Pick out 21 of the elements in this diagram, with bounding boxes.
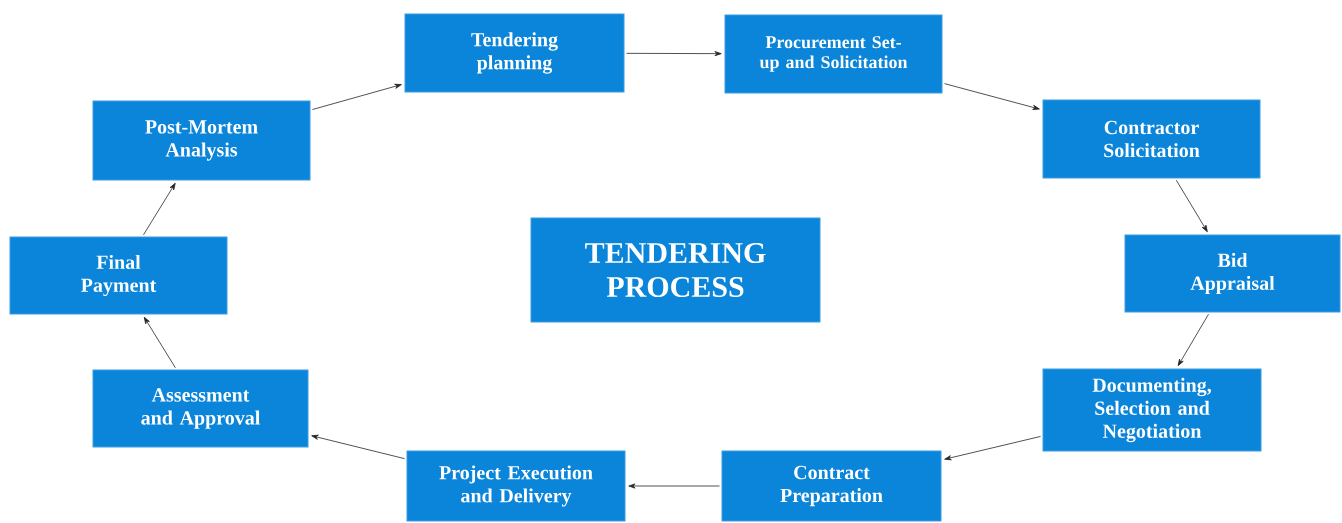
process-box: Post-Mortem Analysis	[92, 100, 311, 181]
arrow	[944, 83, 1040, 110]
arrow	[1177, 313, 1209, 367]
process-box: Bid Appraisal	[1124, 234, 1341, 313]
process-box: Final Payment	[9, 236, 228, 315]
arrow	[944, 436, 1041, 461]
arrow	[1175, 179, 1208, 233]
process-box: Contract Preparation	[721, 450, 942, 522]
process-box: Documenting, Selection and Negotiation	[1042, 368, 1262, 452]
process-box: Procurement Set-up and Solicitation	[724, 14, 943, 94]
arrow	[143, 182, 176, 236]
title-box: TENDERING PROCESS	[530, 217, 821, 323]
arrow	[626, 51, 722, 57]
arrow	[312, 83, 402, 110]
arrow	[628, 483, 720, 489]
process-box: Tendering planning	[404, 13, 625, 93]
process-box: Contractor Solicitation	[1042, 99, 1261, 179]
arrow	[143, 316, 176, 369]
process-box: Assessment and Approval	[92, 369, 309, 448]
arrow	[311, 434, 405, 460]
process-box: Project Execution and Delivery	[406, 450, 626, 522]
